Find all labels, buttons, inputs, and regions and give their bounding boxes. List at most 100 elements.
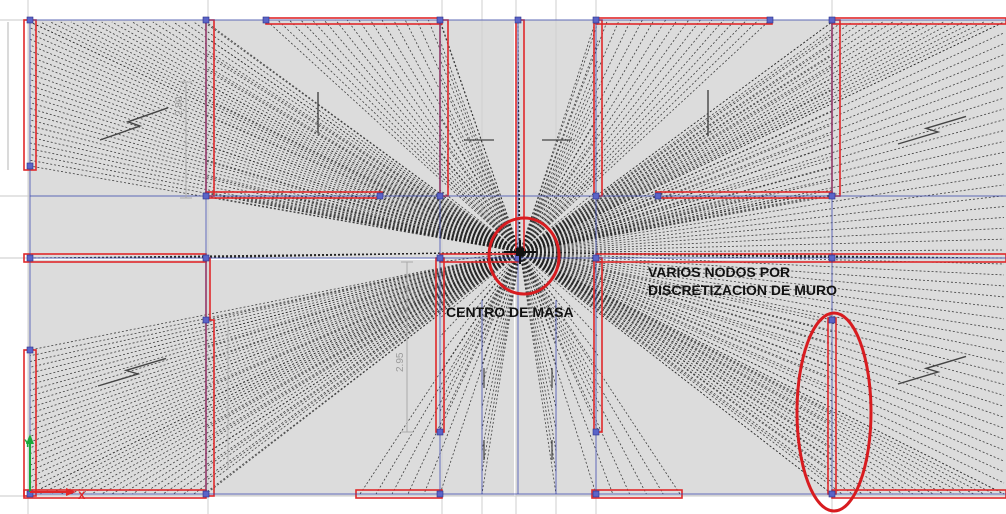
diaphragm-link: [519, 195, 806, 253]
node: [436, 490, 444, 498]
diaphragm-link: [205, 251, 521, 415]
diaphragm-link: [205, 251, 521, 361]
diaphragm-link: [205, 129, 521, 253]
diaphragm-link: [519, 54, 1005, 253]
diaphragm-link: [428, 19, 521, 253]
diaphragm-link: [519, 238, 1005, 253]
diaphragm-link: [519, 88, 833, 253]
node: [202, 254, 210, 262]
diaphragm-link: [439, 189, 521, 253]
diaphragm-link: [205, 114, 521, 253]
diaphragm-link: [101, 251, 521, 495]
slab-direction-arrow: [897, 355, 967, 385]
diaphragm-link: [519, 251, 853, 495]
diaphragm-link: [519, 251, 599, 319]
diaphragm-link: [29, 251, 521, 391]
diaphragm-link: [519, 195, 819, 253]
coordinate-axes: Y X: [24, 434, 86, 502]
diaphragm-link: [199, 251, 521, 259]
diaphragm-link: [519, 251, 1005, 363]
diaphragm-link: [519, 251, 1005, 259]
node: [436, 254, 444, 262]
slab-panel: [206, 20, 442, 194]
diaphragm-link: [29, 148, 521, 253]
diaphragm-link: [519, 21, 893, 253]
diaphragm-link: [519, 19, 632, 253]
slab-direction-arrows: [97, 90, 967, 460]
diaphragm-link: [519, 184, 1005, 253]
diaphragm-link: [519, 251, 833, 402]
diaphragm-link: [121, 251, 521, 495]
diaphragm-link: [519, 251, 1005, 320]
annotation-varios-line2: DISCRETIZACION DE MURO: [648, 282, 837, 298]
diaphragm-link: [519, 251, 557, 344]
diaphragm-link: [50, 21, 521, 253]
diaphragm-link: [519, 21, 843, 253]
diaphragm-link: [259, 195, 521, 253]
diaphragm-link: [519, 251, 557, 408]
diaphragm-link: [193, 21, 521, 253]
diaphragm-link: [519, 19, 736, 253]
diaphragm-link: [519, 195, 712, 253]
node: [592, 428, 600, 436]
node: [376, 192, 384, 200]
diaphragm-link: [519, 195, 833, 253]
diaphragm-link: [205, 251, 521, 374]
diaphragm-link: [519, 195, 659, 253]
diaphragm-link: [29, 251, 521, 478]
diaphragm-link: [173, 251, 521, 495]
diaphragm-link: [519, 251, 954, 495]
slab-panel: [28, 194, 206, 258]
node: [514, 16, 522, 24]
diaphragm-link: [519, 251, 557, 495]
diaphragm-link: [519, 251, 833, 425]
diaphragm-link: [519, 44, 833, 253]
node: [202, 490, 210, 498]
diaphragm-link: [29, 44, 521, 253]
diaphragm-link: [29, 96, 521, 253]
diaphragm-link: [519, 251, 557, 301]
diaphragm-link: [519, 251, 833, 379]
dimension-label-left: 2.80: [174, 96, 185, 116]
diaphragm-link: [519, 251, 833, 414]
center-of-mass-marker: [504, 240, 536, 264]
diaphragm-link: [519, 21, 954, 253]
diaphragm-link: [519, 251, 681, 495]
diaphragm-link: [132, 251, 521, 495]
dimension-lines: 2.80 2.95: [7, 22, 413, 470]
node: [202, 16, 210, 24]
diaphragm-link: [205, 145, 521, 253]
diaphragm-link: [481, 251, 521, 322]
diaphragm-link: [439, 251, 521, 337]
diaphragm-link: [519, 189, 599, 253]
diaphragm-link: [439, 251, 521, 319]
diaphragm-link: [519, 21, 1005, 253]
node: [26, 162, 34, 170]
diaphragm-link: [205, 195, 521, 253]
diaphragm-link: [519, 96, 599, 253]
diaphragm-link: [205, 160, 521, 253]
node: [262, 16, 270, 24]
diaphragm-link: [519, 251, 1005, 451]
diaphragm-link: [519, 251, 873, 495]
node: [592, 192, 600, 200]
diaphragm-link: [519, 195, 685, 253]
diaphragm-link: [439, 59, 521, 253]
diaphragm-link: [173, 21, 521, 253]
diaphragm-link: [519, 19, 678, 253]
diaphragm-link: [519, 251, 599, 337]
diaphragm-link: [481, 251, 521, 387]
diaphragm-link: [339, 195, 521, 253]
diaphragm-link: [519, 21, 599, 253]
diaphragm-link: [519, 19, 597, 253]
diaphragm-link: [29, 251, 521, 357]
diaphragm-link: [299, 195, 521, 253]
diaphragm-link: [439, 21, 521, 253]
diaphragm-link: [265, 19, 521, 253]
diaphragm-link: [346, 19, 521, 253]
diaphragm-link: [519, 251, 843, 495]
diaphragm-link: [519, 251, 599, 375]
diaphragm-link: [519, 173, 1005, 253]
node: [202, 192, 210, 200]
